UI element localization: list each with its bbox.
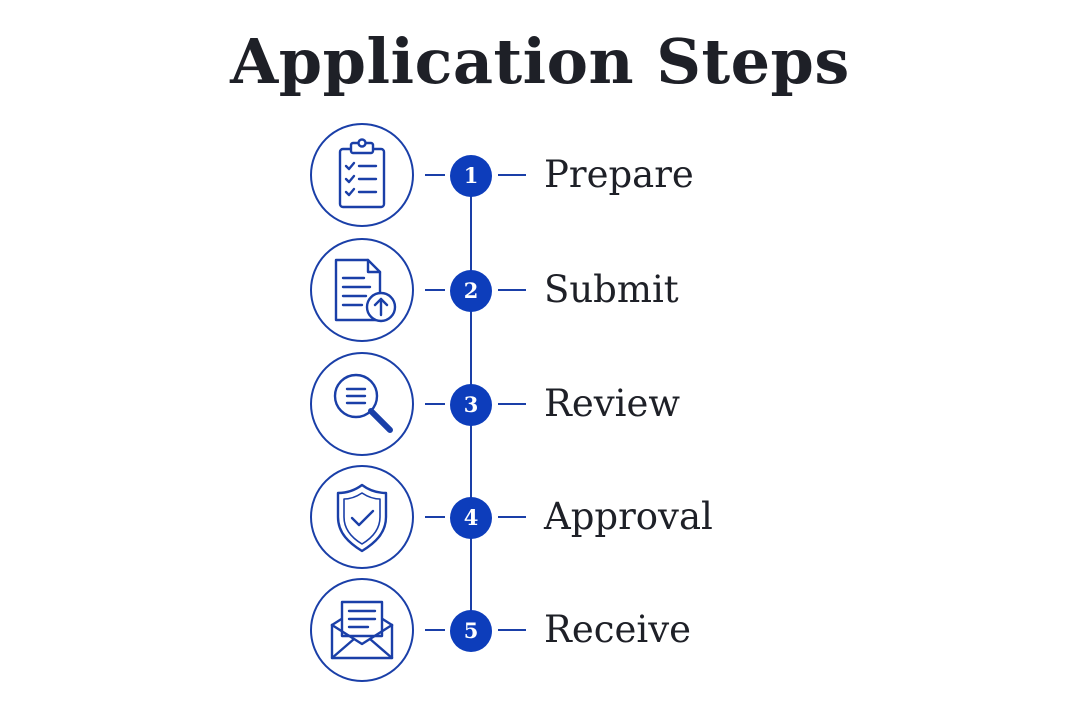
step-label: Submit: [544, 268, 679, 311]
connector-line: [498, 403, 526, 405]
step-label: Receive: [544, 608, 692, 651]
connector-line: [425, 289, 445, 291]
step-number-badge: 5: [450, 610, 492, 652]
envelope-letter-icon: [310, 578, 414, 682]
connector-line: [425, 174, 445, 176]
clipboard-checklist-icon: [310, 123, 414, 227]
step-label: Prepare: [544, 153, 694, 196]
connector-line: [498, 289, 526, 291]
step-receive: 5 Receive: [300, 578, 780, 688]
step-label: Approval: [544, 495, 713, 538]
step-number-badge: 3: [450, 384, 492, 426]
document-upload-icon: [310, 238, 414, 342]
connector-line: [498, 629, 526, 631]
step-approval: 4 Approval: [300, 465, 780, 575]
step-review: 3 Review: [300, 352, 780, 462]
step-submit: 2 Submit: [300, 238, 780, 348]
connector-line: [425, 516, 445, 518]
connector-line: [498, 174, 526, 176]
connector-line: [425, 403, 445, 405]
connector-line: [425, 629, 445, 631]
step-number-badge: 2: [450, 270, 492, 312]
magnifier-icon: [310, 352, 414, 456]
shield-check-icon: [310, 465, 414, 569]
step-label: Review: [544, 382, 681, 425]
step-number-badge: 4: [450, 497, 492, 539]
step-number-badge: 1: [450, 155, 492, 197]
step-prepare: 1 Prepare: [300, 123, 780, 233]
connector-line: [498, 516, 526, 518]
page-title: Application Steps: [230, 25, 850, 98]
